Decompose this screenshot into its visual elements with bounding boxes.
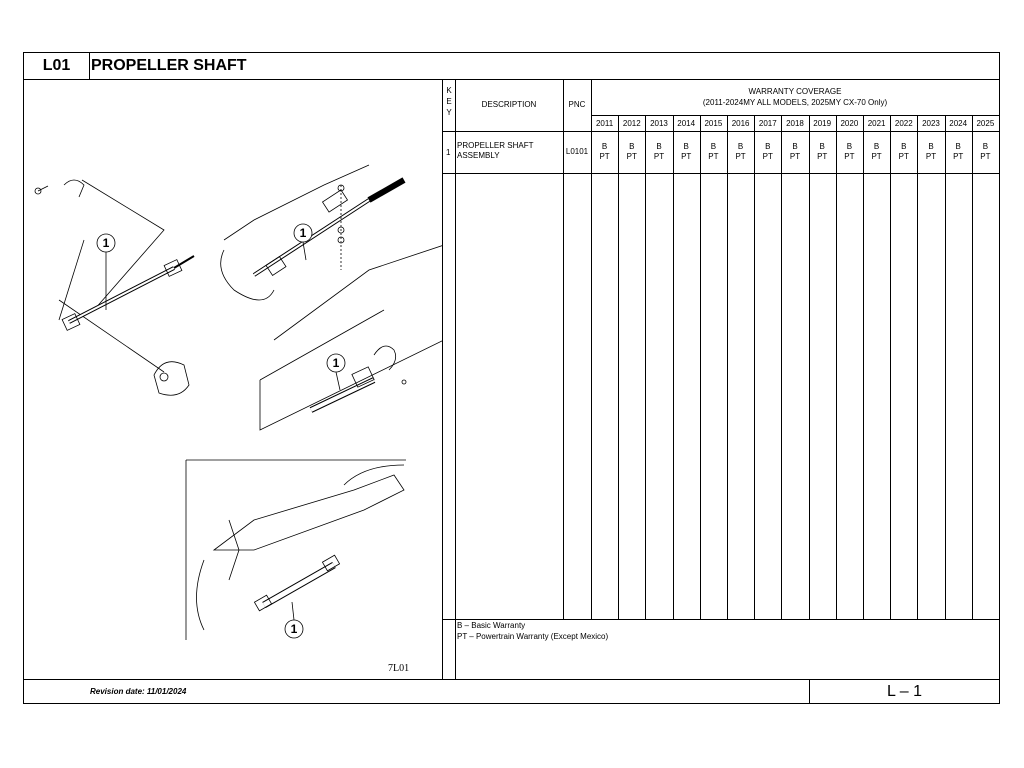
coverage-basic: B (901, 142, 907, 151)
section-header: L01 PROPELLER SHAFT (24, 53, 999, 80)
year-header: 2019 (813, 119, 832, 128)
row-description: PROPELLER SHAFT ASSEMBLY (457, 141, 563, 161)
coverage-basic: B (846, 142, 853, 151)
coverage-powertrain: PT (681, 152, 692, 161)
year-header: 2014 (677, 119, 696, 128)
year-header: 2016 (731, 119, 750, 128)
coverage-basic: B (601, 142, 608, 151)
coverage-basic: B (792, 142, 798, 151)
section-title: PROPELLER SHAFT (91, 57, 247, 74)
coverage-powertrain: PT (653, 152, 665, 161)
year-header: 2024 (949, 119, 968, 128)
coverage-powertrain: PT (626, 152, 637, 161)
warranty-table: K E Y DESCRIPTION PNC WARRANTY COVERAGE … (443, 80, 999, 679)
key-header: K E Y (444, 85, 454, 118)
row-description-line: PROPELLER SHAFT (457, 141, 534, 150)
callout-number: 1 (291, 622, 298, 636)
coverage-powertrain: PT (789, 152, 801, 161)
coverage-powertrain: PT (980, 152, 991, 161)
coverage-powertrain: PT (953, 152, 964, 161)
warranty-subtitle: (2011-2024MY ALL MODELS, 2025MY CX-70 On… (702, 98, 888, 107)
year-header: 2020 (840, 119, 859, 128)
row-pnc: L0101 (565, 147, 589, 156)
coverage-basic: B (982, 142, 989, 151)
year-header: 2025 (976, 119, 995, 128)
year-header: 2021 (867, 119, 886, 128)
year-header: 2022 (894, 119, 913, 128)
key-header-letter: K (446, 86, 452, 95)
coverage-basic: B (819, 142, 825, 151)
coverage-basic: B (955, 142, 961, 151)
coverage-powertrain: PT (599, 152, 610, 161)
coverage-powertrain: PT (762, 152, 773, 161)
year-header: 2023 (922, 119, 940, 128)
year-header: 2017 (758, 119, 777, 128)
year-header: 2012 (622, 119, 641, 128)
pnc-header: PNC (568, 100, 586, 109)
coverage-powertrain: PT (817, 152, 828, 161)
coverage-powertrain: PT (708, 152, 719, 161)
coverage-basic: B (737, 142, 744, 151)
page-footer: Revision date: 11/01/2024 L – 1 (24, 679, 999, 704)
key-header-letter: E (446, 97, 452, 106)
description-header: DESCRIPTION (481, 100, 537, 109)
section-code: L01 (24, 53, 90, 79)
callout-number: 1 (300, 226, 307, 240)
parts-illustration: 1 1 1 1 7L01 (24, 80, 443, 679)
coverage-basic: B (928, 142, 934, 151)
year-header: 2011 (595, 119, 614, 128)
parts-page: L01 PROPELLER SHAFT (23, 52, 1000, 704)
callout-number: 1 (333, 356, 340, 370)
coverage-basic: B (710, 142, 717, 151)
year-header: 2013 (650, 119, 668, 128)
coverage-powertrain: PT (871, 152, 882, 161)
coverage-basic: B (656, 142, 662, 151)
revision-date: Revision date: 11/01/2024 (90, 687, 187, 696)
coverage-basic: B (629, 142, 635, 151)
legend-item: B – Basic Warranty (457, 621, 526, 630)
row-key: 1 (446, 148, 451, 157)
propeller-shaft-diagram: 1 1 1 1 (34, 164, 442, 640)
key-header-letter: Y (446, 108, 452, 117)
coverage-powertrain: PT (925, 152, 937, 161)
coverage-powertrain: PT (735, 152, 746, 161)
year-header: 2015 (704, 119, 723, 128)
warranty-title: WARRANTY COVERAGE (748, 87, 842, 96)
coverage-basic: B (683, 142, 689, 151)
row-description-line: ASSEMBLY (457, 151, 500, 160)
coverage-basic: B (765, 142, 771, 151)
year-header: 2018 (786, 119, 804, 128)
coverage-powertrain: PT (844, 152, 855, 161)
legend-item: PT – Powertrain Warranty (Except Mexico) (457, 632, 609, 641)
leader-line (81, 179, 165, 311)
coverage-powertrain: PT (898, 152, 909, 161)
coverage-basic: B (873, 142, 880, 151)
page-number: L – 1 (887, 683, 922, 700)
warranty-legend: B – Basic Warranty PT – Powertrain Warra… (457, 620, 608, 642)
callout-number: 1 (103, 236, 110, 250)
figure-label: 7L01 (388, 663, 410, 674)
